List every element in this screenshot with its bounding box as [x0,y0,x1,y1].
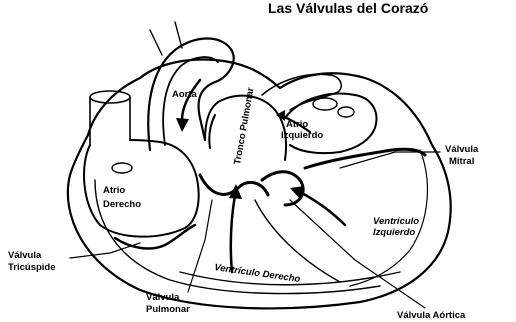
diagram-title: Las Válvulas del Corazó [268,0,428,16]
label-ventriculo-izquierdo-2: Izquierdo [373,227,415,238]
label-atrio-izquierdo-2: Izquierdo [281,130,323,141]
label-valvula-pulmonar-1: Válvula [146,292,180,303]
label-valvula-tricuspide-1: Válvula [8,250,42,261]
label-atrio-izquierdo-1: Atrio [286,119,308,130]
aorta-arrow [182,80,200,120]
right-atrium-opening [112,163,132,173]
label-tronco-pulmonar: Tronco Pulmonar [232,86,256,165]
right-atrium-outline [84,140,199,237]
label-valvula-pulmonar-2: Pulmonar [146,304,190,315]
left-ventricle-arrow [300,192,345,225]
label-atrio-derecho-2: Derecho [103,199,141,210]
trunk-arrow [209,115,215,148]
aorta-branch-2 [175,22,182,48]
left-atrium-opening-2 [338,107,354,117]
pulmonary-branch [262,74,341,110]
label-valvula-aortica: Válvula Aórtica [397,310,466,321]
label-valvula-tricuspide-2: Tricúspide [8,262,56,273]
aorta-arrowhead [176,118,189,132]
left-atrium-opening-1 [313,98,337,110]
label-atrio-derecho-1: Atrio [103,185,125,196]
label-valvula-mitral-1: Válvula [445,144,479,155]
label-aorta: Aorta [172,89,198,100]
label-valvula-mitral-2: Mitral [449,156,474,167]
label-ventriculo-izquierdo-1: Ventrículo [373,216,419,227]
aorta-branch-1 [150,30,162,55]
pulmonary-arrow [231,195,235,272]
